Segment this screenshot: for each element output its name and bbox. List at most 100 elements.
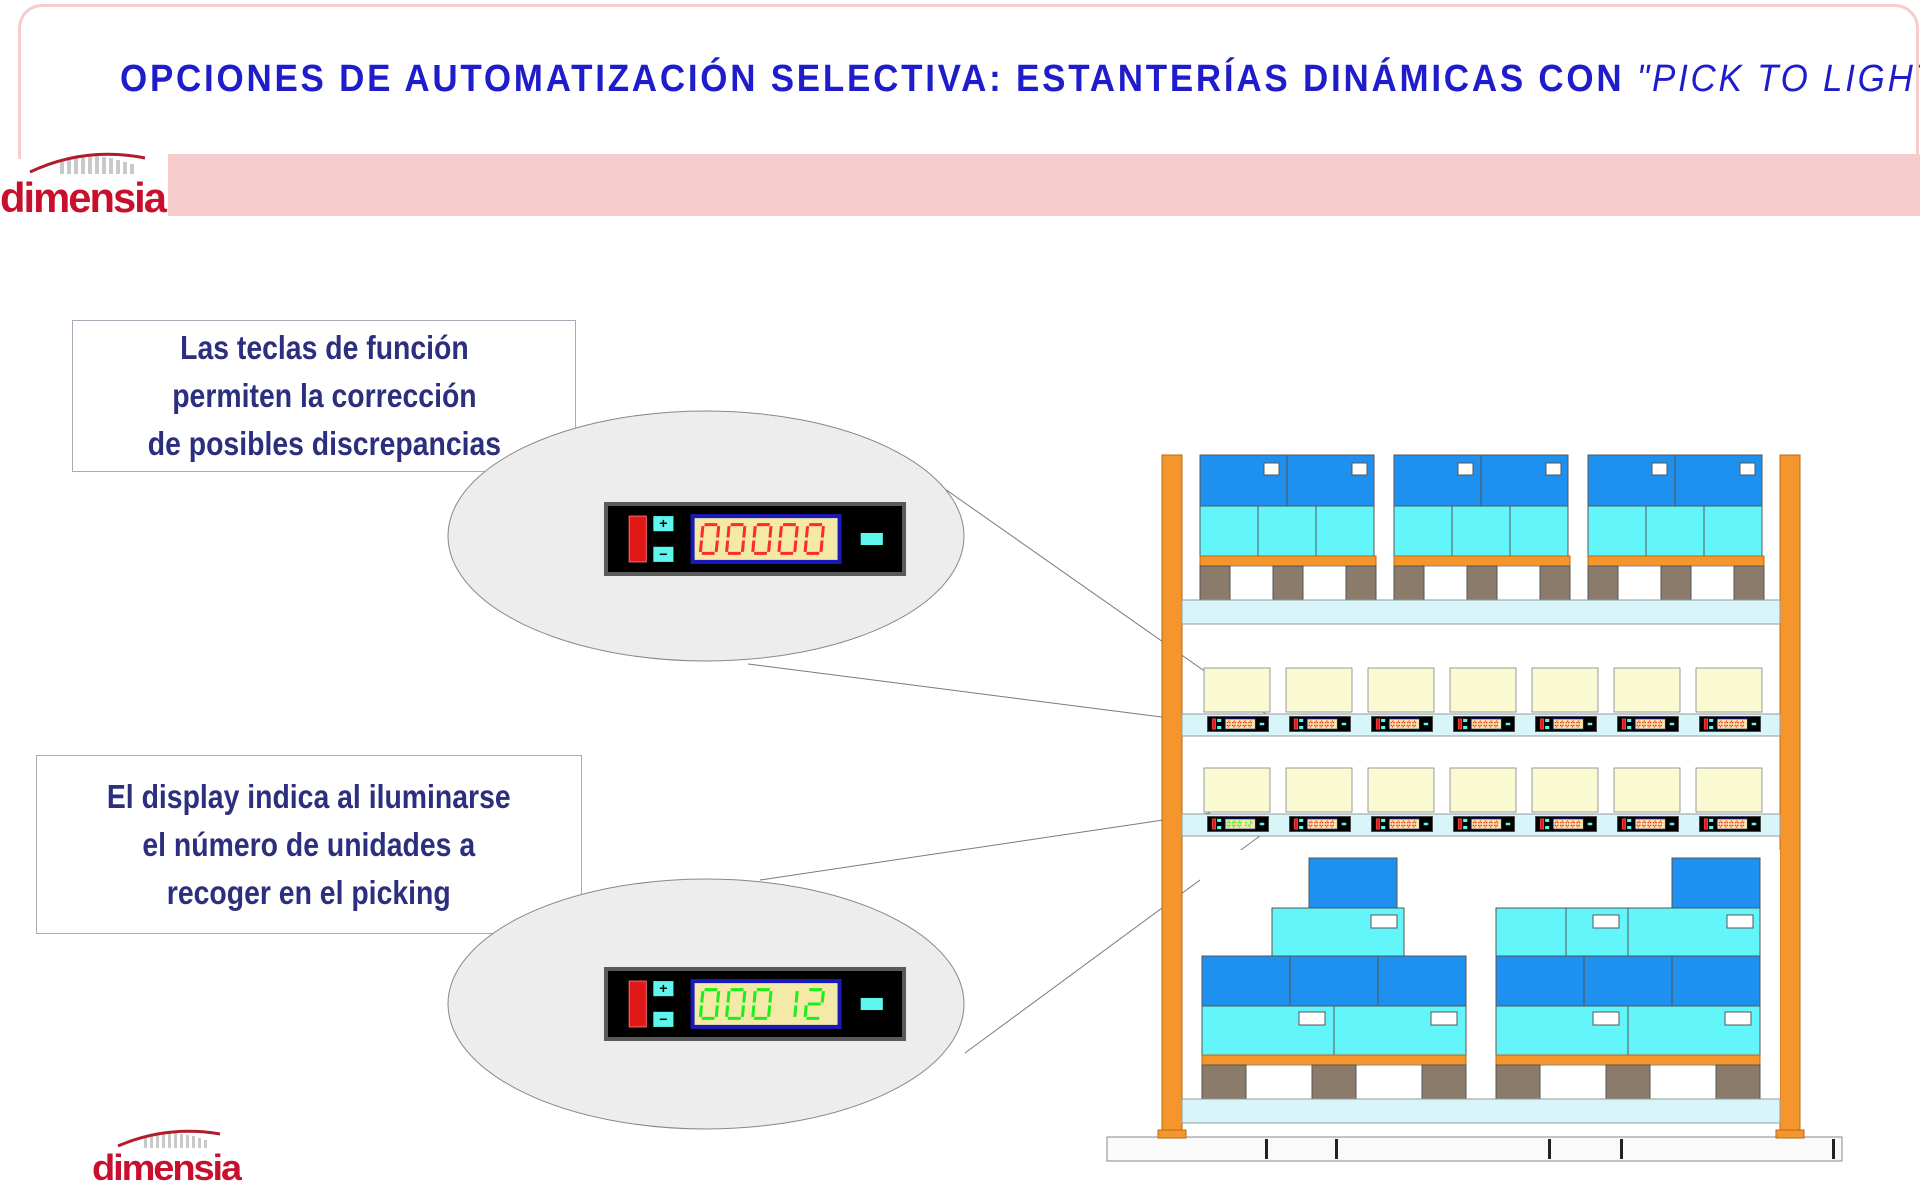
- tote-box: [1203, 667, 1271, 713]
- digit-segment: [1403, 820, 1405, 822]
- minus-key: [1217, 826, 1222, 830]
- digit-segment: [742, 991, 747, 1003]
- digit-segment: [1233, 820, 1235, 822]
- digit-segment: [1637, 826, 1639, 828]
- seven-segment-digit: [1330, 720, 1335, 728]
- seven-segment-digit: [1406, 720, 1411, 728]
- pallet-top-board: [1587, 555, 1765, 567]
- digit-segment: [1721, 721, 1723, 724]
- digit-segment: [1480, 724, 1482, 727]
- box-dark: [1377, 955, 1467, 1007]
- digit-segment: [1308, 721, 1311, 724]
- pallet-block: [1345, 565, 1377, 601]
- digit-segment: [1567, 824, 1570, 827]
- digit-segment: [1238, 826, 1240, 828]
- status-indicator: [1259, 822, 1265, 826]
- pallet-block: [1715, 1064, 1761, 1100]
- pallet-block: [1466, 565, 1498, 601]
- minus-key: [1381, 726, 1386, 730]
- digit-segment: [1556, 820, 1558, 822]
- digit-segment: [1655, 824, 1657, 827]
- digit-segment: [1660, 724, 1663, 727]
- logo-bars: [60, 156, 134, 174]
- box-dark: [1308, 857, 1398, 909]
- digit-segment: [1409, 824, 1411, 827]
- seven-segment-digit: [1658, 820, 1663, 828]
- seven-segment-digit: [1308, 820, 1313, 828]
- pallet-block: [1660, 565, 1692, 601]
- digit-segment: [1239, 720, 1241, 722]
- digit-segment: [1555, 726, 1557, 728]
- digit-segment: [1659, 820, 1661, 822]
- digit-segment: [1331, 720, 1333, 722]
- digit-segment: [1406, 824, 1409, 827]
- confirm-key-red: [1703, 718, 1708, 730]
- digit-segment: [1578, 724, 1581, 727]
- digit-segment: [1227, 726, 1229, 728]
- box-dark: [1201, 955, 1291, 1007]
- digit-segment: [1644, 821, 1647, 824]
- seven-segment-digit: [1636, 720, 1641, 728]
- digit-segment: [1244, 720, 1246, 722]
- digit-segment: [1475, 721, 1477, 724]
- plus-key: [653, 516, 674, 532]
- digit-segment: [1736, 726, 1738, 728]
- leader-line: [759, 812, 1211, 881]
- digit-segment: [1654, 820, 1656, 822]
- digit-segment: [1718, 824, 1721, 827]
- digit-segment: [1741, 826, 1743, 828]
- minus-key: [1627, 726, 1632, 730]
- digit-segment: [807, 1002, 821, 1006]
- confirm-key-red: [1539, 818, 1544, 830]
- digit-segment: [1479, 826, 1481, 828]
- digit-segment: [1562, 721, 1565, 724]
- digit-segment: [1725, 820, 1727, 822]
- digit-segment: [1310, 820, 1312, 822]
- digit-segment: [1643, 720, 1645, 722]
- digit-segment: [1412, 721, 1414, 724]
- digit-segment: [1485, 724, 1488, 727]
- plus-key: [1545, 718, 1550, 722]
- digit-segment: [1639, 821, 1641, 824]
- seven-segment-digit: [1483, 720, 1488, 728]
- digit-segment: [1643, 826, 1645, 828]
- digit-segment: [1578, 821, 1581, 824]
- digit-segment: [1731, 824, 1734, 827]
- digit-segment: [1734, 821, 1737, 824]
- digit-segment: [1562, 824, 1564, 827]
- digit-segment: [1490, 826, 1492, 828]
- seven-segment-digit: [1723, 820, 1729, 828]
- digit-segment: [1565, 724, 1567, 727]
- digit-segment: [1233, 720, 1235, 722]
- digit-segment: [1724, 821, 1726, 824]
- digit-segment: [1649, 721, 1652, 724]
- digit-segment: [1402, 726, 1404, 728]
- digit-segment: [1485, 820, 1487, 822]
- digit-segment: [1644, 824, 1646, 827]
- digit-segment: [1658, 821, 1660, 824]
- digit-window: [1553, 819, 1583, 829]
- digit-segment: [1734, 824, 1737, 827]
- floor-anchor: [1620, 1139, 1623, 1159]
- digit-segment: [1495, 726, 1497, 728]
- digit-segment: [1409, 721, 1411, 724]
- digit-segment: [1475, 821, 1477, 824]
- seven-segment-digit: [1652, 720, 1657, 728]
- digit-segment: [1242, 721, 1245, 724]
- box-light: [1315, 505, 1375, 557]
- digit-segment: [1472, 721, 1475, 724]
- digit-segment: [1659, 720, 1661, 722]
- box-label: [1351, 462, 1368, 476]
- digit-segment: [1740, 724, 1742, 727]
- digit-segment: [1567, 721, 1570, 724]
- digit-segment: [1231, 824, 1234, 827]
- minus-key: [1545, 826, 1550, 830]
- pallet-block: [1605, 1064, 1651, 1100]
- digit-segment: [1557, 721, 1559, 724]
- digit-segment: [725, 1005, 730, 1017]
- digit-segment: [1557, 821, 1559, 824]
- digit-segment: [1565, 721, 1568, 724]
- digit-segment: [1637, 726, 1639, 728]
- digit-segment: [1556, 824, 1559, 827]
- digit-segment: [1648, 826, 1650, 828]
